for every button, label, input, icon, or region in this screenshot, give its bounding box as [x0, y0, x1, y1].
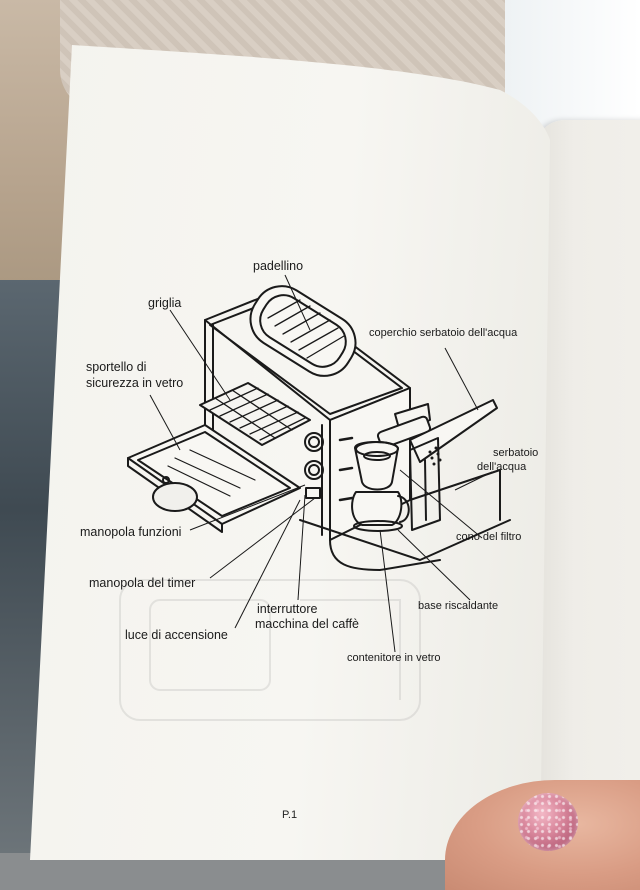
page-number: P.1	[282, 809, 298, 821]
label-interruttore-line1: interruttore	[257, 602, 318, 616]
nail-glitter	[518, 793, 578, 851]
label-coperchio: coperchio serbatoio dell'acqua	[369, 327, 518, 339]
label-manopola-funzioni: manopola funzioni	[80, 525, 182, 539]
label-base-riscaldante: base riscaldante	[418, 600, 499, 612]
label-griglia: griglia	[148, 296, 182, 310]
label-interruttore-line2: macchina del caffè	[255, 617, 359, 631]
label-manopola-timer: manopola del timer	[89, 576, 196, 590]
label-luce-accensione: luce di accensione	[125, 628, 228, 642]
label-sportello-line1: sportello di	[86, 360, 147, 374]
appliance-diagram	[127, 274, 511, 653]
label-contenitore-vetro: contenitore in vetro	[347, 652, 441, 664]
label-sportello-line2: sicurezza in vetro	[86, 376, 184, 390]
manual-page	[30, 45, 555, 860]
label-serbatoio-line1: serbatoio	[493, 447, 539, 459]
label-cono-filtro: cono del filtro	[456, 531, 522, 543]
right-page	[535, 120, 640, 880]
label-serbatoio-line2: dell'acqua	[477, 461, 527, 473]
label-padellino: padellino	[253, 259, 304, 273]
